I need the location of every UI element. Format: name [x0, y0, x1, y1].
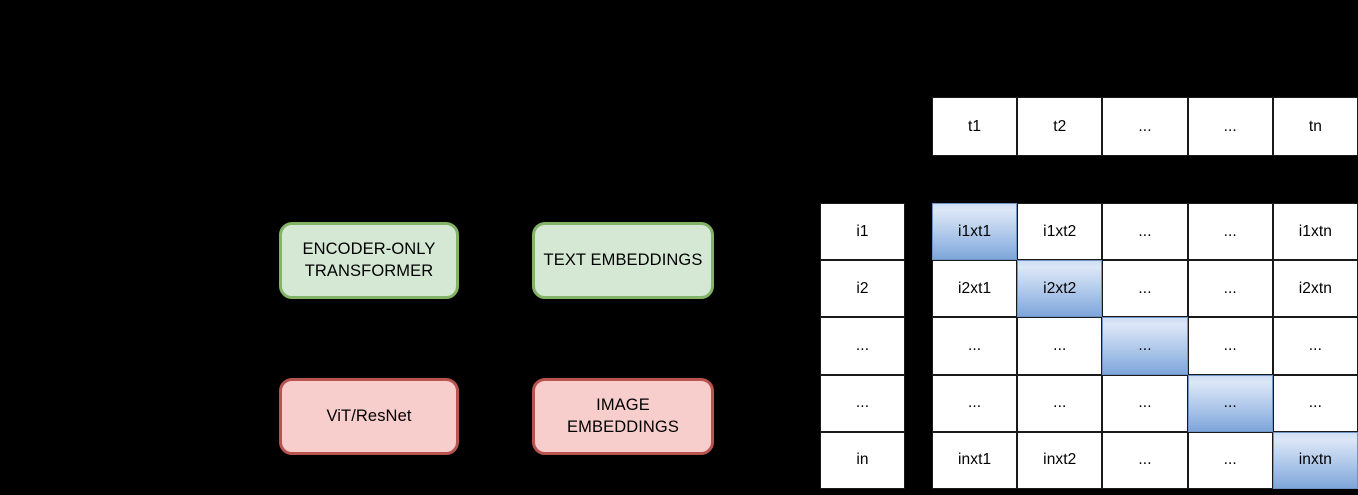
node-image-embeddings[interactable]: IMAGE EMBEDDINGS: [532, 378, 714, 455]
matrix-cell-r2c3: ...: [1102, 260, 1188, 318]
matrix-cell-r4c1: ...: [932, 374, 1018, 432]
matrix-column-header-4: ...: [1187, 97, 1273, 156]
matrix-cell-r3c3-diagonal: ...: [1102, 317, 1188, 375]
matrix-column-header-2: t2: [1017, 97, 1103, 156]
matrix-cell-r3c4: ...: [1187, 317, 1273, 375]
matrix-cell-r4c3: ...: [1102, 374, 1188, 432]
matrix-column-header-1: t1: [932, 97, 1018, 156]
matrix-cell-r4c2: ...: [1017, 374, 1103, 432]
matrix-cell-r5c2: inxt2: [1017, 431, 1103, 489]
matrix-row-header-2: i2: [820, 260, 905, 318]
matrix-column-header-5: tn: [1272, 97, 1358, 156]
matrix-column-header-3: ...: [1102, 97, 1188, 156]
matrix-cell-r1c5: i1xtn: [1272, 203, 1358, 261]
matrix-cell-r5c1: inxt1: [932, 431, 1018, 489]
matrix-cell-r5c3: ...: [1102, 431, 1188, 489]
matrix-cell-r1c2: i1xt2: [1017, 203, 1103, 261]
node-encoder-only-transformer[interactable]: ENCODER-ONLY TRANSFORMER: [279, 222, 459, 299]
matrix-cell-r1c1-diagonal: i1xt1: [932, 203, 1018, 261]
matrix-row-header-5: in: [820, 431, 905, 489]
matrix-row-header-4: ...: [820, 374, 905, 432]
matrix-cell-r5c4: ...: [1187, 431, 1273, 489]
matrix-cell-r2c2-diagonal: i2xt2: [1017, 260, 1103, 318]
matrix-row-header-3: ...: [820, 317, 905, 375]
matrix-cell-r4c4-diagonal: ...: [1187, 374, 1273, 432]
matrix-cell-r4c5: ...: [1272, 374, 1358, 432]
matrix-row-header-1: i1: [820, 203, 905, 261]
node-text-embeddings[interactable]: TEXT EMBEDDINGS: [532, 222, 714, 299]
matrix-cell-r5c5-diagonal: inxtn: [1272, 431, 1358, 489]
matrix-cell-r3c1: ...: [932, 317, 1018, 375]
matrix-cell-r2c1: i2xt1: [932, 260, 1018, 318]
matrix-cell-r1c3: ...: [1102, 203, 1188, 261]
node-vit-resnet[interactable]: ViT/ResNet: [279, 378, 459, 455]
matrix-cell-r3c5: ...: [1272, 317, 1358, 375]
matrix-cell-r1c4: ...: [1187, 203, 1273, 261]
matrix-cell-r3c2: ...: [1017, 317, 1103, 375]
matrix-cell-r2c5: i2xtn: [1272, 260, 1358, 318]
matrix-cell-r2c4: ...: [1187, 260, 1273, 318]
